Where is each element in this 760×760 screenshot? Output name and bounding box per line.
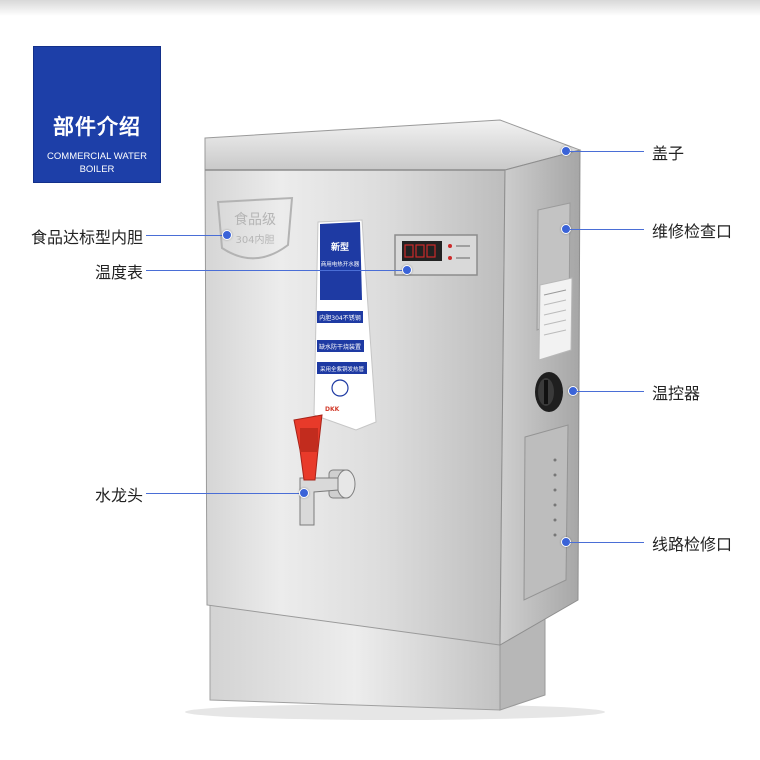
thermostat-knob-grip: [544, 380, 548, 404]
faucet-spout: [299, 477, 339, 526]
callout-dot-thermometer: [402, 265, 412, 275]
temperature-display-screen: [402, 241, 442, 261]
display-digit: [415, 244, 425, 258]
callout-label-faucet: 水龙头: [94, 486, 143, 505]
callout-line-liner: [146, 235, 226, 236]
quality-mark-icon: [331, 379, 349, 397]
sticker-band: [317, 311, 363, 323]
boiler-lid: [204, 119, 582, 171]
badge-subtitle-line2: BOILER: [79, 164, 115, 175]
top-shadow-strip: [0, 0, 760, 16]
faucet-handle-grip: [300, 428, 318, 452]
indicator-light: [448, 256, 452, 260]
food-grade-seal: [216, 196, 294, 260]
vent-hole: [553, 488, 557, 492]
sticker-line3: 缺水防干烧装置: [319, 343, 361, 351]
sticker-band: [317, 362, 367, 374]
sticker-line2: 内胆304不锈钢: [319, 314, 360, 322]
section-badge: 部件介绍 COMMERCIAL WATER BOILER: [33, 46, 161, 183]
sticker-brand: DKK: [325, 406, 340, 413]
faucet-flange: [336, 469, 356, 499]
badge-subtitle-line1: COMMERCIAL WATER: [47, 151, 147, 162]
seal-subtext: 304内胆: [235, 233, 274, 246]
vent-hole: [553, 533, 557, 537]
callout-label-thermometer: 温度表: [94, 263, 143, 282]
sticker-title: 新型: [331, 241, 349, 253]
callout-label-thermostat: 温控器: [652, 384, 701, 403]
callout-label-wiring-hatch: 线路检修口: [652, 535, 733, 554]
callout-dot-faucet: [299, 488, 309, 498]
sticker-blue-top: [320, 222, 362, 300]
vent-hole: [553, 458, 557, 462]
seal-text: 食品级: [234, 211, 276, 228]
wiring-hatch: [523, 424, 569, 601]
display-digit: [404, 244, 414, 258]
sticker-line1: 商用电热开水器: [321, 260, 360, 268]
callout-line-thermometer: [146, 270, 408, 271]
vent-hole: [553, 503, 557, 507]
display-digit: [426, 244, 436, 258]
sticker-band: [317, 340, 364, 352]
side-sticker-line: [543, 329, 567, 336]
callout-label-lid: 盖子: [652, 144, 685, 163]
callout-line-thermostat: [575, 391, 644, 392]
vent-hole: [553, 518, 557, 522]
side-sticker: [538, 277, 573, 361]
callout-line-service-hatch: [568, 229, 644, 230]
callout-dot-liner: [222, 230, 232, 240]
side-sticker-line: [543, 289, 567, 296]
vent-hole: [553, 473, 557, 477]
callout-label-service-hatch: 维修检查口: [652, 222, 733, 241]
callout-line-lid: [568, 151, 644, 152]
callout-label-liner: 食品达标型内胆: [30, 228, 143, 247]
side-sticker-line: [543, 299, 567, 306]
indicator-light: [448, 244, 452, 248]
side-sticker-line: [543, 319, 567, 326]
side-sticker-line: [543, 309, 567, 316]
callout-line-wiring-hatch: [568, 542, 644, 543]
callout-line-faucet: [146, 493, 304, 494]
badge-title: 部件介绍: [53, 115, 141, 139]
sticker-line4: 采用全紫铜发热管: [320, 365, 365, 373]
